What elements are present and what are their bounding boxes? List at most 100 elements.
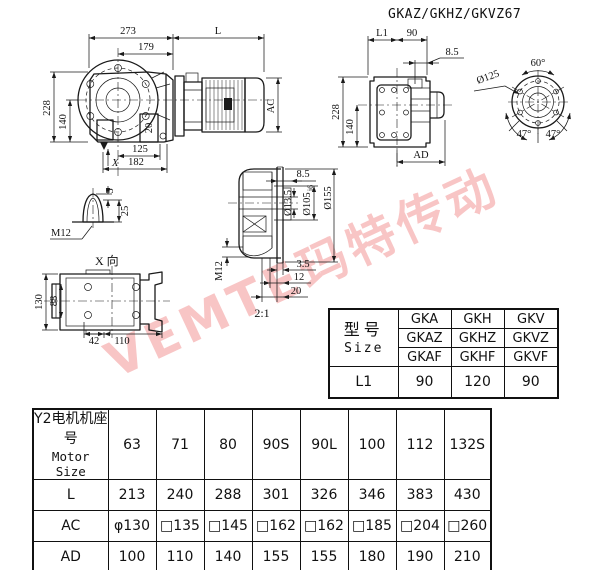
row-label: L1 — [328, 366, 399, 399]
table-cell: φ130 — [107, 510, 157, 543]
dim-130: 130 — [34, 294, 45, 310]
dim-detail-8.5: 8.5 — [296, 169, 309, 180]
scale-detail: M12 8.5 Ø13.5 Ø105 j6 Ø155 — [214, 166, 338, 320]
dim-20: 20 — [144, 123, 155, 134]
dim-140: 140 — [58, 114, 69, 130]
dim-12: 12 — [294, 272, 305, 283]
table-cell: □260 — [443, 510, 492, 543]
dim-M12-eyebolt: M12 — [51, 228, 71, 239]
dim-105: Ø105 — [302, 192, 313, 215]
table-cell: 180 — [347, 541, 397, 570]
dim-AC: AC — [266, 99, 277, 114]
row-label: AC — [32, 510, 109, 543]
table-cell: □162 — [299, 510, 349, 543]
eyebolt-detail: M12 5 25 — [50, 186, 131, 240]
front-view: 20 273 L — [42, 26, 282, 178]
table-cell: 140 — [203, 541, 253, 570]
dim-5: 5 — [105, 188, 116, 193]
table-cell: 326 — [299, 479, 349, 512]
dim-105-tolerance: j6 — [306, 185, 315, 192]
size-table-header: 型号 Size — [328, 308, 399, 367]
x-arrow-label: X — [111, 158, 119, 169]
table-cell: GKA — [397, 308, 452, 329]
table-cell: GKAZ — [397, 328, 452, 348]
dim-42: 42 — [89, 336, 100, 347]
motor-size-col: 90S — [251, 408, 301, 481]
angle-60: 60° — [531, 58, 546, 69]
motor-size-col: 71 — [155, 408, 205, 481]
table-cell: □135 — [155, 510, 205, 543]
row-label: AD — [32, 541, 109, 570]
dim-228-side: 228 — [331, 104, 342, 120]
angle-47-right: 47° — [546, 129, 561, 140]
dim-flange-125: Ø125 — [475, 68, 501, 86]
dim-L: L — [215, 26, 221, 37]
dim-25: 25 — [120, 206, 131, 217]
table-cell: 430 — [443, 479, 492, 512]
table-cell: 210 — [443, 541, 492, 570]
dim-3.5: 3.5 — [296, 259, 309, 270]
motor-size-col: 90L — [299, 408, 349, 481]
angle-47-left: 47° — [517, 129, 532, 140]
dim-110: 110 — [114, 336, 129, 347]
motor-header-en: Motor Size — [51, 449, 90, 480]
table-cell: GKVZ — [503, 328, 559, 348]
table-cell: □145 — [203, 510, 253, 543]
table-cell: 155 — [251, 541, 301, 570]
table-cell: 383 — [395, 479, 445, 512]
size-header-zh: 型号 — [343, 320, 384, 340]
dim-125: 125 — [132, 144, 148, 155]
dim-88: 88 — [49, 296, 60, 307]
table-cell: 240 — [155, 479, 205, 512]
dim-182: 182 — [128, 157, 144, 168]
dim-90: 90 — [407, 28, 418, 39]
motor-size-col: 132S — [443, 408, 492, 481]
table-cell: GKAF — [397, 347, 452, 367]
dim-179: 179 — [138, 42, 154, 53]
size-table: 型号 Size GKA GKH GKV GKAZ GKHZ GKVZ GKAF … — [328, 308, 559, 399]
motor-size-col: 100 — [347, 408, 397, 481]
flange-view: 60° Ø125 47° 47° — [473, 58, 571, 143]
motor-size-col: 112 — [395, 408, 445, 481]
table-cell: 90 — [397, 366, 452, 399]
table-cell: GKHF — [450, 347, 505, 367]
table-cell: □185 — [347, 510, 397, 543]
dim-155: Ø155 — [323, 186, 334, 209]
motor-size-col: 63 — [107, 408, 157, 481]
table-cell: 346 — [347, 479, 397, 512]
motor-size-table: Y2电机机座号 Motor Size 63 71 80 90S 90L 100 … — [32, 408, 492, 570]
table-cell: 213 — [107, 479, 157, 512]
dim-140-side: 140 — [345, 119, 356, 135]
table-cell: 288 — [203, 479, 253, 512]
dim-M12-detail: M12 — [214, 261, 225, 281]
table-cell: 120 — [450, 366, 505, 399]
table-cell: 190 — [395, 541, 445, 570]
table-cell: 301 — [251, 479, 301, 512]
page-title: GKAZ/GKHZ/GKVZ67 — [388, 7, 522, 22]
dim-273: 273 — [120, 26, 136, 37]
row-label: L — [32, 479, 109, 512]
table-cell: □204 — [395, 510, 445, 543]
table-cell: 100 — [107, 541, 157, 570]
dim-L1: L1 — [376, 28, 388, 39]
motor-table-header: Y2电机机座号 Motor Size — [32, 408, 109, 481]
size-header-en: Size — [344, 340, 384, 356]
dim-228: 228 — [42, 100, 53, 116]
dim-AD: AD — [413, 150, 429, 161]
motor-header-zh: Y2电机机座号 — [34, 411, 108, 447]
table-cell: 90 — [503, 366, 559, 399]
table-cell: □162 — [251, 510, 301, 543]
motor-size-col: 80 — [203, 408, 253, 481]
table-cell: 110 — [155, 541, 205, 570]
x-view-title: X 向 — [95, 253, 119, 268]
x-view: X 向 130 88 42 110 — [34, 253, 170, 347]
table-cell: GKV — [503, 308, 559, 329]
detail-scale-label: 2:1 — [254, 306, 269, 320]
dim-20-detail: 20 — [291, 286, 302, 297]
table-cell: 155 — [299, 541, 349, 570]
table-cell: GKH — [450, 308, 505, 329]
dim-13.5: Ø13.5 — [283, 190, 294, 216]
table-cell: GKHZ — [450, 328, 505, 348]
